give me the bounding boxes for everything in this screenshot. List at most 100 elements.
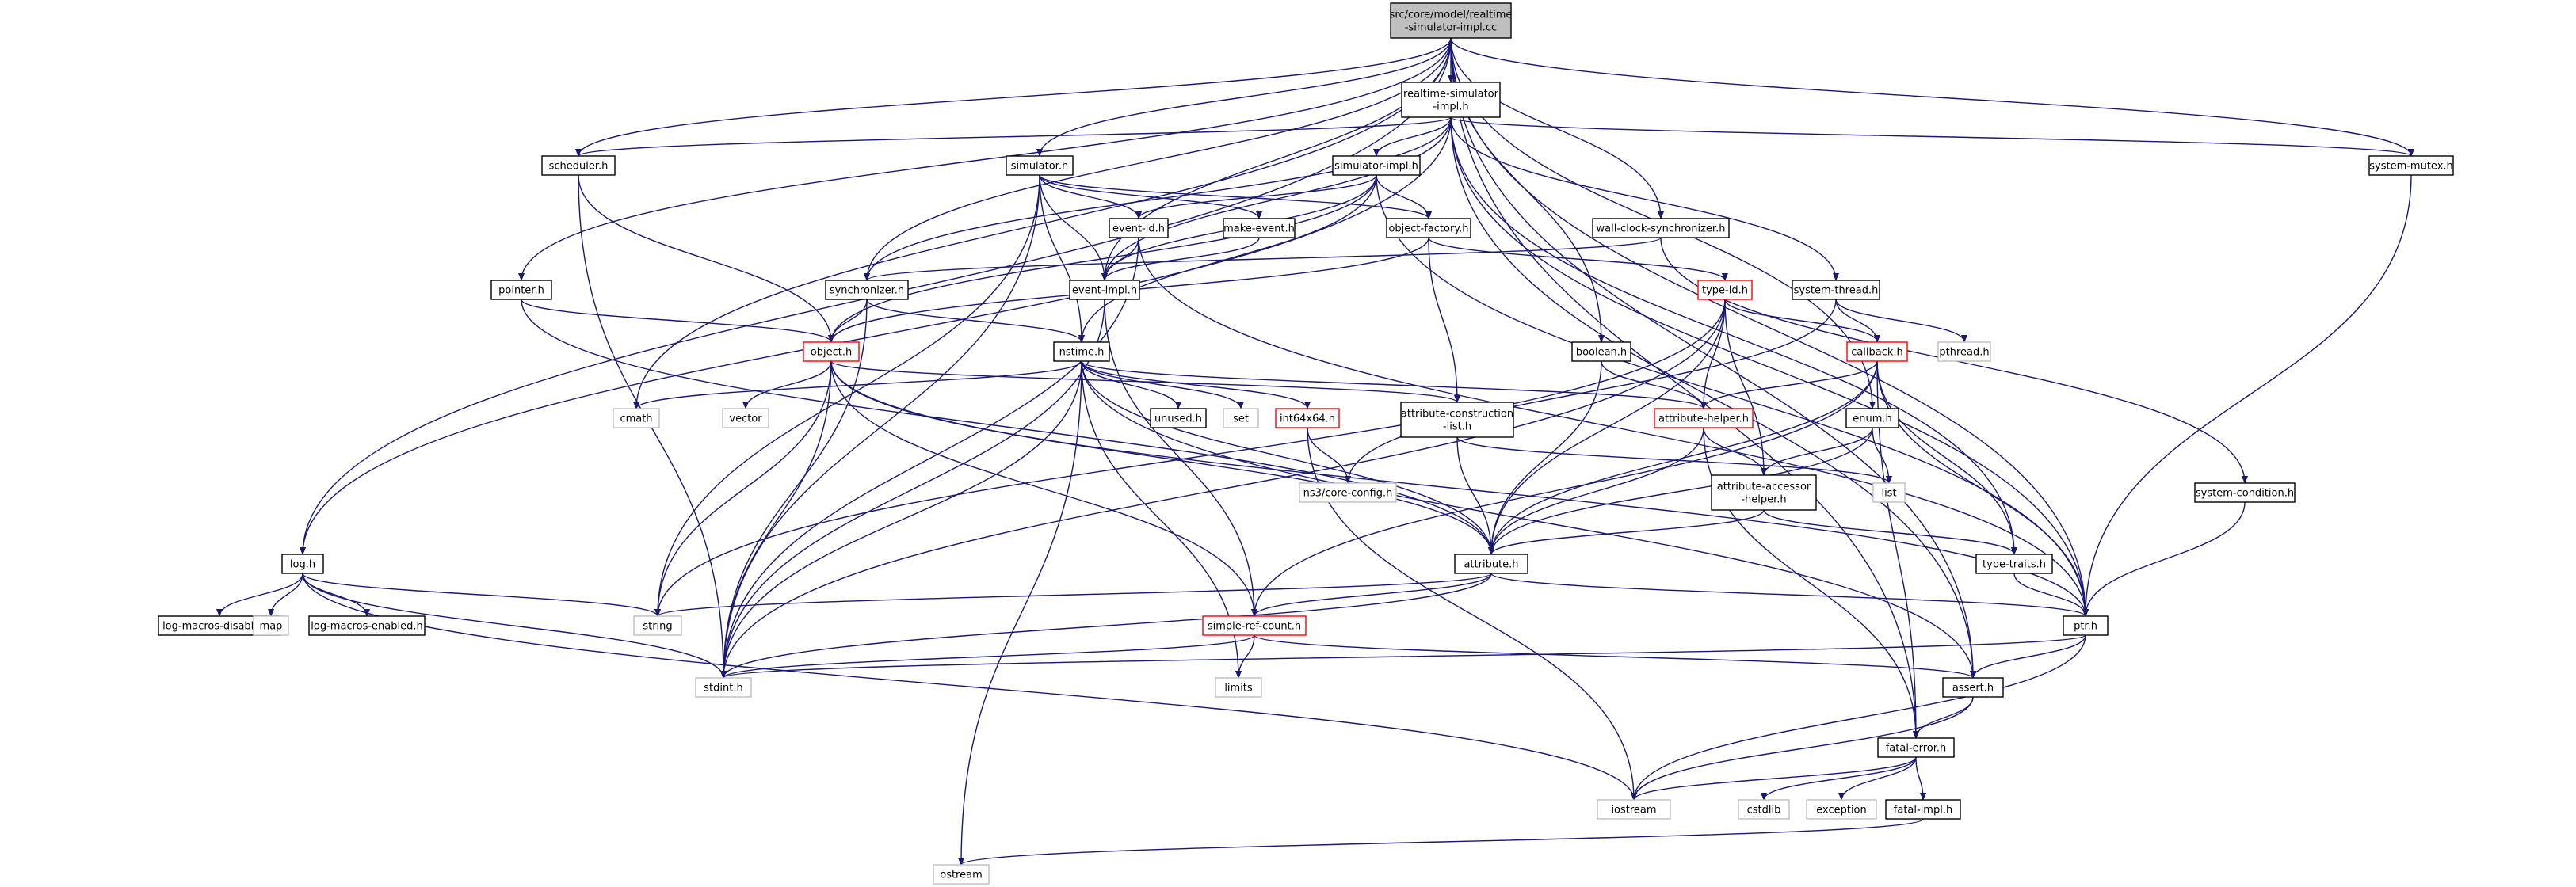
- edge-log-h-to-map: [268, 573, 303, 617]
- edge-log-h-to-stdint-h: [302, 573, 727, 679]
- edge-root-to-system-mutex-h: [1450, 37, 2414, 157]
- node-wall-clock-synchronizer-h[interactable]: wall-clock-synchronizer.h: [1592, 218, 1730, 238]
- node-box: [933, 864, 990, 885]
- node-log-h[interactable]: log.h: [281, 554, 324, 574]
- node-label: vector: [729, 413, 762, 425]
- node-simulator-h[interactable]: simulator.h: [1006, 155, 1074, 176]
- node-label: set: [1233, 413, 1249, 425]
- node-label: iostream: [1611, 805, 1656, 817]
- node-box: [1386, 218, 1471, 238]
- node-unused-h[interactable]: unused.h: [1150, 408, 1207, 428]
- node-label: int64x64.h: [1280, 413, 1335, 425]
- node-label: list: [1881, 488, 1896, 500]
- node-label: ns3/core-config.h: [1303, 488, 1393, 500]
- node-label: synchronizer.h: [830, 285, 904, 297]
- node-object-h[interactable]: object.h: [803, 341, 860, 362]
- edge-root-to-cmath: [633, 37, 1452, 409]
- node-root[interactable]: src/core/model/realtime-simulator-impl.c…: [1390, 2, 1513, 39]
- edge-attribute-helper-h-to-attribute-accessor-helper-h: [1703, 427, 1767, 476]
- node-event-id-h[interactable]: event-id.h: [1109, 218, 1169, 238]
- node-label: type-traits.h: [1983, 559, 2046, 571]
- node-callback-h[interactable]: callback.h: [1846, 341, 1908, 362]
- edge-event-id-h-to-ptr-h: [1138, 237, 2089, 617]
- node-event-impl-h[interactable]: event-impl.h: [1069, 280, 1140, 300]
- node-label: ptr.h: [2074, 621, 2097, 633]
- node-label: -simulator-impl.cc: [1405, 22, 1497, 34]
- node-synchronizer-h[interactable]: synchronizer.h: [825, 280, 909, 300]
- node-fatal-impl-h[interactable]: fatal-impl.h: [1885, 799, 1961, 820]
- edge-fatal-error-h-to-cstdlib: [1761, 756, 1917, 801]
- node-label: boolean.h: [1576, 347, 1627, 359]
- edge-int64x64-h-to-ns3-core-config-h: [1307, 427, 1351, 484]
- node-attribute-construction-list-h[interactable]: attribute-construction-list.h: [1400, 402, 1514, 438]
- edge-object-factory-h-to-type-id-h: [1428, 237, 1728, 281]
- node-object-factory-h[interactable]: object-factory.h: [1386, 218, 1471, 238]
- edge-realtime-simulator-impl-h-to-ptr-h: [1450, 116, 2089, 617]
- node-nstime-h[interactable]: nstime.h: [1053, 341, 1110, 362]
- node-ptr-h[interactable]: ptr.h: [2063, 615, 2109, 636]
- edge-enum-h-to-attribute-h: [1488, 427, 1873, 555]
- node-label: fatal-error.h: [1886, 743, 1947, 755]
- edge-make-event-h-to-event-impl-h: [1101, 237, 1260, 281]
- node-pthread-h: pthread.h: [1937, 341, 1991, 362]
- node-attribute-accessor-helper-h[interactable]: attribute-accessor-helper.h: [1711, 474, 1817, 511]
- node-system-thread-h[interactable]: system-thread.h: [1792, 280, 1880, 300]
- edge-ptr-h-to-iostream: [1631, 634, 2086, 801]
- node-label: scheduler.h: [549, 161, 609, 173]
- edge-simulator-impl-h-to-event-id-h: [1135, 174, 1377, 219]
- node-scheduler-h[interactable]: scheduler.h: [541, 155, 616, 176]
- edge-nstime-h-to-attribute-helper-h: [1081, 360, 1707, 409]
- node-attribute-h[interactable]: attribute.h: [1454, 554, 1528, 574]
- node-make-event-h[interactable]: make-event.h: [1223, 218, 1296, 238]
- node-simulator-impl-h[interactable]: simulator-impl.h: [1332, 155, 1421, 176]
- edge-object-h-to-vector: [742, 360, 832, 409]
- node-list: list: [1872, 482, 1906, 503]
- node-label: -helper.h: [1741, 494, 1786, 506]
- edge-nstime-h-to-stdint-h: [720, 360, 1082, 679]
- node-label: assert.h: [1952, 683, 1994, 695]
- edge-assert-h-to-iostream: [1631, 696, 1974, 801]
- edge-enum-h-to-list: [1872, 427, 1892, 484]
- node-box: [1792, 280, 1880, 300]
- node-type-id-h[interactable]: type-id.h: [1697, 280, 1753, 300]
- edge-realtime-simulator-impl-h-to-synchronizer-h: [864, 116, 1452, 281]
- edge-attribute-h-to-ptr-h: [1490, 573, 2089, 617]
- node-assert-h[interactable]: assert.h: [1942, 677, 2004, 698]
- node-realtime-simulator-impl-h[interactable]: realtime-simulator-impl.h: [1401, 82, 1501, 118]
- edge-assert-h-to-fatal-error-h: [1913, 696, 1974, 739]
- node-enum-h[interactable]: enum.h: [1845, 408, 1899, 428]
- edge-nstime-h-to-set: [1081, 360, 1244, 409]
- node-label: enum.h: [1853, 413, 1892, 425]
- edge-attribute-accessor-helper-h-to-attribute-h: [1488, 509, 1765, 555]
- edge-log-h-to-log-macros-disabled-h: [216, 573, 303, 617]
- edge-event-impl-h-to-simple-ref-count-h: [1104, 299, 1257, 617]
- node-attribute-helper-h[interactable]: attribute-helper.h: [1654, 408, 1754, 428]
- node-label: pthread.h: [1939, 347, 1989, 359]
- node-int64x64-h[interactable]: int64x64.h: [1275, 408, 1340, 428]
- edge-object-h-to-string: [654, 360, 832, 617]
- node-system-mutex-h[interactable]: system-mutex.h: [2368, 155, 2454, 176]
- node-label: system-mutex.h: [2369, 161, 2453, 173]
- node-label: log-macros-disabled.h: [162, 621, 277, 633]
- node-system-condition-h[interactable]: system-condition.h: [2194, 482, 2296, 503]
- edge-event-id-h-to-stdint-h: [720, 237, 1139, 679]
- node-box: [1223, 218, 1296, 238]
- edge-fatal-error-h-to-fatal-impl-h: [1915, 756, 1926, 801]
- edge-nstime-h-to-attribute-h: [1081, 360, 1494, 555]
- edge-attribute-accessor-helper-h-to-type-traits-h: [1763, 509, 2017, 555]
- node-fatal-error-h[interactable]: fatal-error.h: [1877, 737, 1955, 758]
- node-pointer-h[interactable]: pointer.h: [490, 280, 552, 300]
- node-boolean-h[interactable]: boolean.h: [1571, 341, 1631, 362]
- edge-system-thread-h-to-pthread-h: [1835, 299, 1967, 343]
- node-type-traits-h[interactable]: type-traits.h: [1975, 554, 2053, 574]
- edge-simulator-impl-h-to-ptr-h: [1376, 174, 2089, 617]
- node-label: object-factory.h: [1388, 223, 1468, 235]
- edge-realtime-simulator-impl-h-to-assert-h: [1450, 116, 1976, 679]
- node-label: type-id.h: [1702, 285, 1748, 297]
- node-label: cmath: [620, 413, 652, 425]
- node-ostream: ostream: [933, 864, 990, 885]
- node-log-macros-enabled-h[interactable]: log-macros-enabled.h: [308, 615, 426, 636]
- node-box: [1846, 341, 1908, 362]
- node-label: attribute.h: [1464, 559, 1518, 571]
- node-simple-ref-count-h[interactable]: simple-ref-count.h: [1202, 615, 1307, 636]
